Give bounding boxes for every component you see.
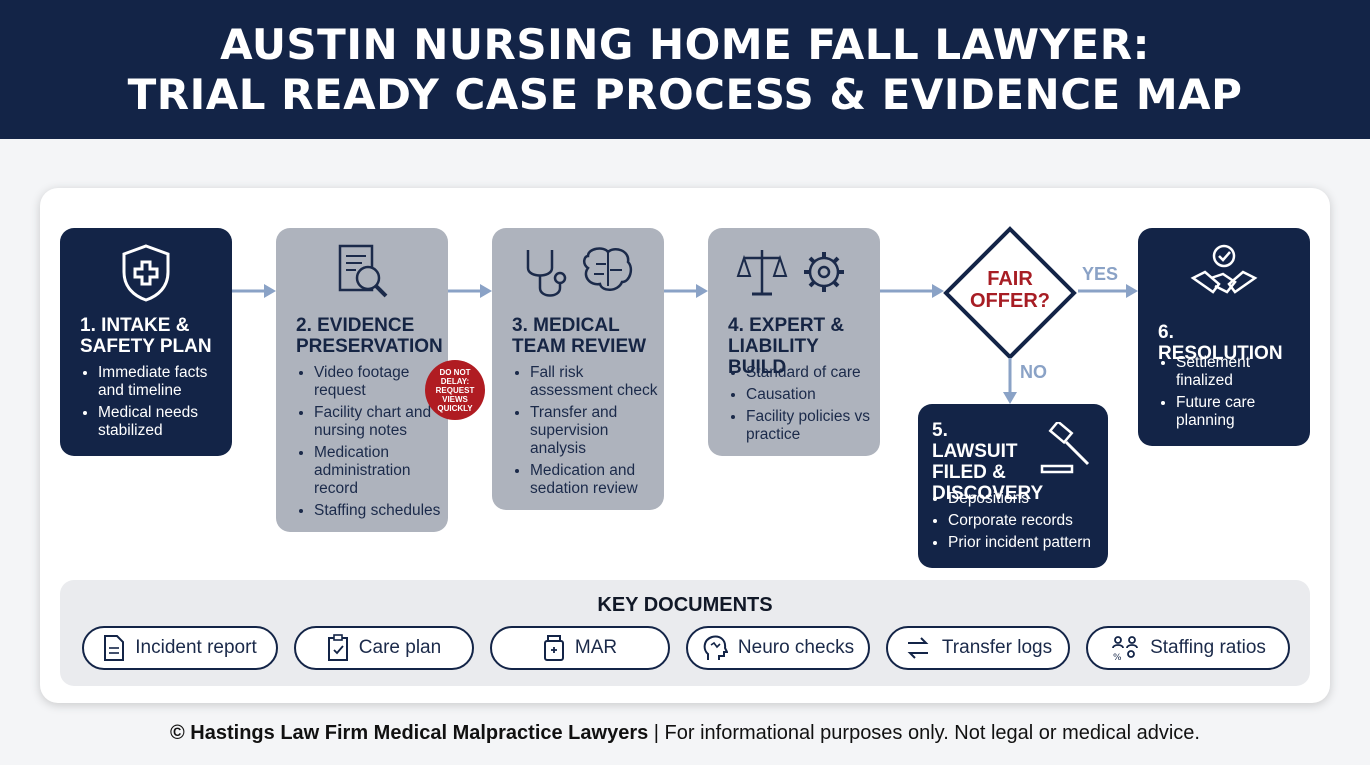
shield-cross-icon [60, 242, 232, 306]
head-brain-icon [703, 635, 728, 660]
bullet-item: Depositions [948, 490, 1104, 508]
doc-label: Neuro checks [737, 637, 855, 658]
step-bullets: Immediate facts and timeline Medical nee… [82, 364, 228, 444]
page-title-line-1: AUSTIN NURSING HOME FALL LAWYER: [220, 20, 1150, 69]
step-title: 5. LAWSUIT FILED & DISCOVERY [932, 420, 1044, 504]
step-bullets: Settlement finalized Future care plannin… [1160, 354, 1306, 434]
people-ratio-icon: % [1112, 636, 1138, 662]
bullet-item: Facility policies vs practice [746, 408, 876, 444]
doc-label: MAR [574, 637, 618, 658]
bullet-item: Corporate records [948, 512, 1104, 530]
bullet-item: Staffing schedules [314, 502, 444, 520]
doc-pill-neuro-checks: Neuro checks [686, 626, 870, 670]
step-bullets: Depositions Corporate records Prior inci… [932, 490, 1104, 556]
doc-label: Care plan [358, 637, 442, 658]
bullet-item: Settlement finalized [1176, 354, 1306, 390]
key-documents-panel: KEY DOCUMENTS Incident report Care plan … [60, 580, 1310, 686]
yes-label: YES [1082, 264, 1119, 284]
step-title: 3. MEDICAL TEAM REVIEW [512, 315, 647, 357]
bullet-item: Causation [746, 386, 876, 404]
bullet-item: Medication and sedation review [530, 462, 660, 498]
step-bullets: Standard of care Causation Facility poli… [730, 364, 876, 448]
flow-arrow [448, 284, 492, 298]
step-card-lawsuit: 5. LAWSUIT FILED & DISCOVERY Depositions… [918, 404, 1108, 568]
no-label: NO [1020, 362, 1047, 382]
warning-badge: DO NOT DELAY: REQUEST VIEWS QUICKLY [425, 360, 485, 420]
bullet-item: Standard of care [746, 364, 876, 382]
doc-pill-care-plan: Care plan [294, 626, 474, 670]
scales-gear-icon [708, 242, 880, 306]
transfer-arrows-icon [907, 637, 929, 659]
flow-arrow [232, 284, 276, 298]
handshake-check-icon [1138, 242, 1310, 306]
flow-arrow [664, 284, 708, 298]
doc-label: Staffing ratios [1150, 637, 1266, 658]
step-bullets: Video footage request Facility chart and… [298, 364, 444, 524]
step-title: 1. INTAKE & SAFETY PLAN [80, 315, 212, 357]
bullet-item: Transfer and supervision analysis [530, 404, 660, 458]
footer-firm: © Hastings Law Firm Medical Malpractice … [170, 722, 649, 744]
bullet-item: Future care planning [1176, 394, 1306, 430]
no-arrow [1003, 358, 1017, 404]
doc-pill-transfer-logs: Transfer logs [886, 626, 1070, 670]
bullet-item: Immediate facts and timeline [98, 364, 228, 400]
step-bullets: Fall risk assessment check Transfer and … [514, 364, 660, 502]
step-card-resolution: 6. RESOLUTION Settlement finalized Futur… [1138, 228, 1310, 446]
step-title: 6. RESOLUTION [1158, 322, 1283, 364]
decision-diamond [943, 226, 1077, 360]
doc-pill-staffing-ratios: % Staffing ratios [1086, 626, 1290, 670]
footer-disclaimer: | For informational purposes only. Not l… [648, 722, 1200, 744]
clipboard-icon [327, 634, 348, 661]
step-title: 4. EXPERT & LIABILITY BUILD [728, 315, 845, 378]
flow-arrow [880, 284, 944, 298]
key-documents-title: KEY DOCUMENTS [597, 594, 773, 616]
footer: © Hastings Law Firm Medical Malpractice … [0, 722, 1370, 745]
step-card-intake: 1. INTAKE & SAFETY PLAN Immediate facts … [60, 228, 232, 456]
gavel-icon [1038, 419, 1098, 483]
bullet-item: Prior incident pattern [948, 534, 1104, 552]
document-magnifier-icon [276, 242, 448, 306]
doc-label: Incident report [135, 637, 257, 658]
svg-text:%: % [1113, 653, 1122, 662]
medicine-bottle-icon [543, 635, 564, 661]
step-card-medical-review: 3. MEDICAL TEAM REVIEW Fall risk assessm… [492, 228, 664, 510]
document-icon [104, 635, 125, 661]
doc-label: Transfer logs [941, 637, 1053, 658]
step-card-expert-liability: 4. EXPERT & LIABILITY BUILD Standard of … [708, 228, 880, 456]
bullet-item: Video footage request [314, 364, 444, 400]
bullet-item: Facility chart and nursing notes [314, 404, 444, 440]
page-title-line-2: TRIAL READY CASE PROCESS & EVIDENCE MAP [127, 70, 1243, 119]
bullet-item: Fall risk assessment check [530, 364, 660, 400]
step-title: 2. EVIDENCE PRESERVATION [296, 315, 443, 357]
page-header: AUSTIN NURSING HOME FALL LAWYER: TRIAL R… [0, 0, 1370, 139]
stethoscope-brain-icon [492, 242, 664, 306]
decision-label: FAIR OFFER? [970, 268, 1050, 312]
bullet-item: Medical needs stabilized [98, 404, 228, 440]
doc-pill-mar: MAR [490, 626, 670, 670]
step-card-evidence: 2. EVIDENCE PRESERVATION Video footage r… [276, 228, 448, 532]
bullet-item: Medication administration record [314, 444, 444, 498]
yes-arrow [1078, 284, 1138, 298]
doc-pill-incident-report: Incident report [82, 626, 278, 670]
